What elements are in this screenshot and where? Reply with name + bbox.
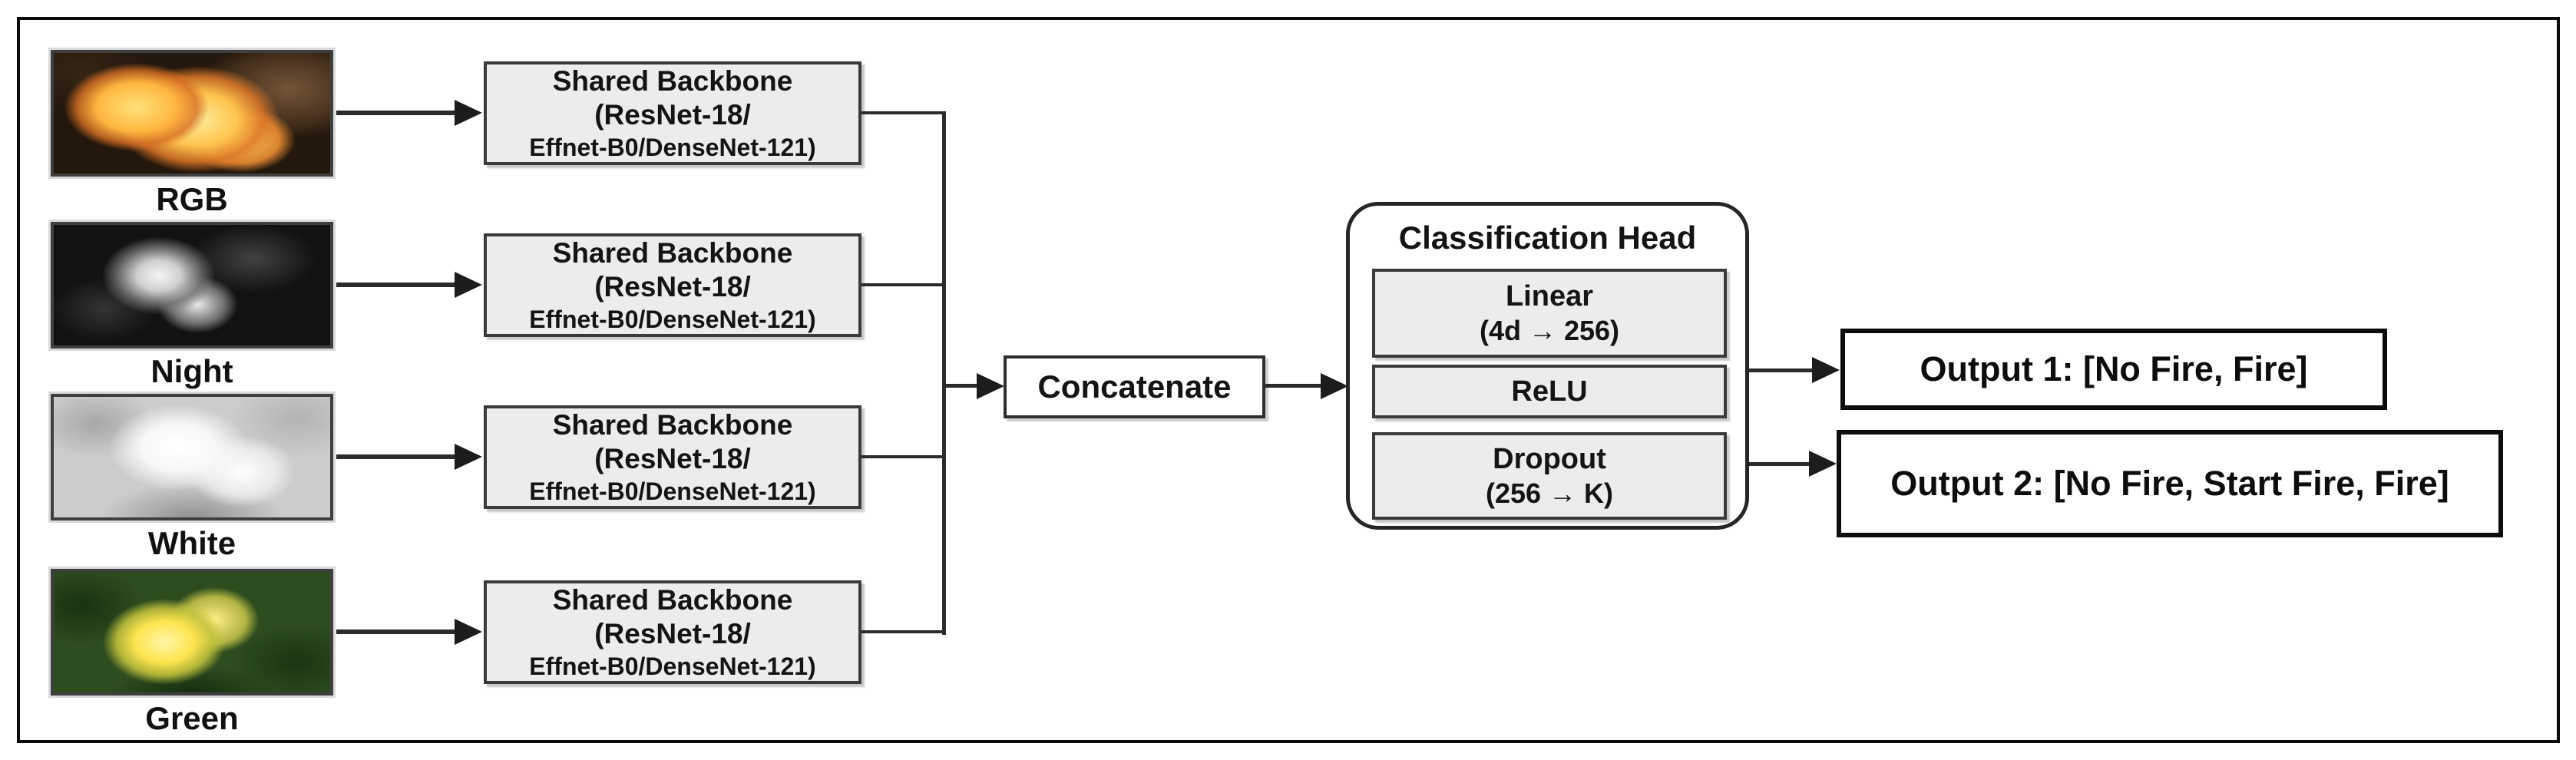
backbone-box-3: Shared Backbone (ResNet-18/ Effnet-B0/De… [484,405,861,509]
classification-head-title: Classification Head [1398,220,1697,256]
backbone-title: Shared Backbone [552,583,793,616]
layer-box-dropout: Dropout (256 → K) [1372,432,1727,520]
backbone-title: Shared Backbone [552,408,793,441]
arrow-stem-rgb-to-backbone [336,111,456,115]
backbone-subline-2: Effnet-B0/DenseNet-121) [529,133,816,161]
output-2-box: Output 2: [No Fire, Start Fire, Fire] [1837,430,2503,537]
layer-box-linear: Linear (4d → 256) [1372,269,1727,358]
input-label-green: Green [145,700,239,736]
classification-head-box: Classification Head Linear (4d → 256) Re… [1346,202,1749,530]
layer-name: ReLU [1511,375,1588,408]
input-image-night [51,222,333,349]
backbone-subline-1: (ResNet-18/ [594,98,751,131]
arrow-stem-green-to-backbone [336,629,456,634]
layer-detail: (4d → 256) [1479,315,1620,346]
layer-name: Dropout [1493,443,1606,475]
merge-connector-1 [861,111,946,114]
arrowhead-right-icon [455,100,482,126]
concatenate-label: Concatenate [1037,368,1232,405]
input-image-green [51,569,333,696]
input-label-white: White [147,525,236,561]
backbone-subline-2: Effnet-B0/DenseNet-121) [529,305,816,333]
arrowhead-right-icon [455,619,482,645]
arrow-stem-head-to-output-2 [1749,462,1810,466]
backbone-title: Shared Backbone [552,64,793,97]
layer-box-relu: ReLU [1372,365,1727,418]
arrow-stem-head-to-output-1 [1749,368,1814,372]
input-label-night: Night [150,353,233,389]
merge-connector-4 [861,630,946,633]
backbone-box-2: Shared Backbone (ResNet-18/ Effnet-B0/De… [484,233,861,337]
input-image-rgb [51,50,333,177]
input-image-white [51,394,333,520]
backbone-subline-1: (ResNet-18/ [594,270,751,302]
arrow-stem-concatenate-to-head [1265,384,1324,388]
backbone-title: Shared Backbone [552,236,793,269]
input-label-rgb: RGB [156,181,228,217]
output-1-label: Output 1: [No Fire, Fire] [1920,349,2308,388]
layer-detail: (256 → K) [1485,477,1614,509]
arrow-stem-white-to-backbone [336,454,456,459]
merge-connector-2 [861,283,946,286]
backbone-subline-1: (ResNet-18/ [594,442,751,474]
layer-name: Linear [1505,280,1594,312]
backbone-subline-2: Effnet-B0/DenseNet-121) [529,652,816,680]
backbone-subline-2: Effnet-B0/DenseNet-121) [529,477,816,505]
output-2-label: Output 2: [No Fire, Start Fire, Fire] [1890,464,2449,503]
backbone-box-4: Shared Backbone (ResNet-18/ Effnet-B0/De… [484,580,861,684]
arrowhead-right-icon [1321,373,1348,399]
arrowhead-right-icon [1812,357,1840,383]
backbone-box-1: Shared Backbone (ResNet-18/ Effnet-B0/De… [484,61,861,165]
arrowhead-right-icon [977,373,1004,399]
backbone-subline-1: (ResNet-18/ [594,617,751,649]
arrowhead-right-icon [455,272,482,298]
arrow-stem-merge-to-concatenate [944,384,980,388]
merge-line [942,111,946,635]
arrowhead-right-icon [455,444,482,470]
merge-connector-3 [861,455,946,458]
arrowhead-right-icon [1809,451,1837,477]
arrow-stem-night-to-backbone [336,283,456,287]
concatenate-box: Concatenate [1004,355,1265,418]
output-1-box: Output 1: [No Fire, Fire] [1840,329,2387,410]
